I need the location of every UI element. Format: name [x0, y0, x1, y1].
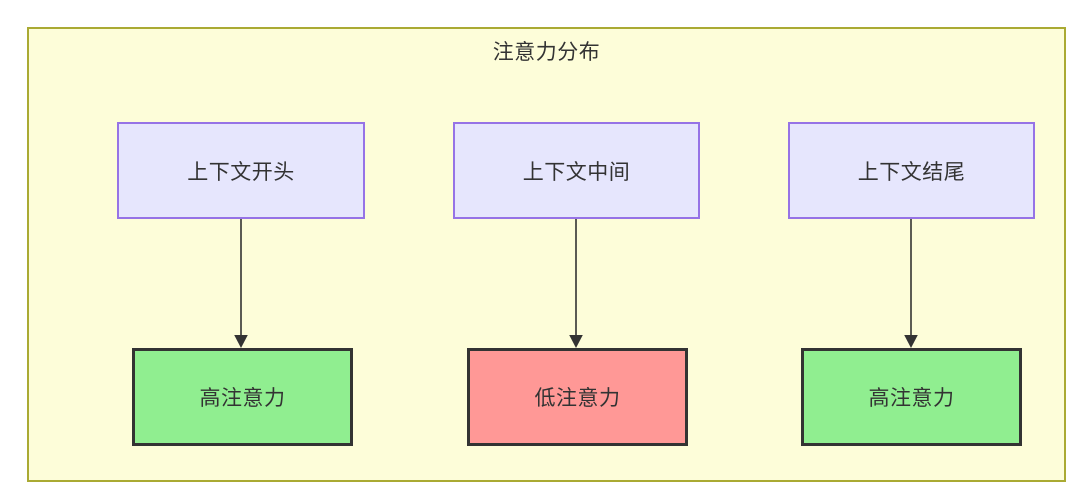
arrowhead-icon: [234, 335, 248, 348]
attention-distribution-group: 注意力分布 上下文开头 上下文中间 上下文结尾 高注意力 低: [27, 27, 1066, 482]
node-context-middle[interactable]: 上下文中间: [453, 122, 700, 219]
node-high-attention-start[interactable]: 高注意力: [132, 348, 353, 446]
node-low-attention-middle[interactable]: 低注意力: [467, 348, 688, 446]
node-context-end[interactable]: 上下文结尾: [788, 122, 1035, 219]
edge-context-middle-to-low-attention: [569, 219, 583, 348]
node-high-attention-end-label: 高注意力: [868, 387, 955, 410]
diagram-title: 注意力分布: [492, 41, 601, 64]
edge-context-start-to-high-attention: [234, 219, 248, 348]
node-context-start-label: 上下文开头: [187, 160, 295, 184]
edge-context-end-to-high-attention: [904, 219, 918, 348]
node-low-attention-middle-label: 低注意力: [534, 387, 621, 410]
node-context-start[interactable]: 上下文开头: [117, 122, 365, 219]
node-high-attention-start-label: 高注意力: [199, 387, 286, 410]
node-context-end-label: 上下文结尾: [857, 160, 966, 184]
arrowhead-icon: [569, 335, 583, 348]
arrowhead-icon: [904, 335, 918, 348]
node-high-attention-end[interactable]: 高注意力: [801, 348, 1022, 446]
node-context-middle-label: 上下文中间: [522, 160, 631, 184]
